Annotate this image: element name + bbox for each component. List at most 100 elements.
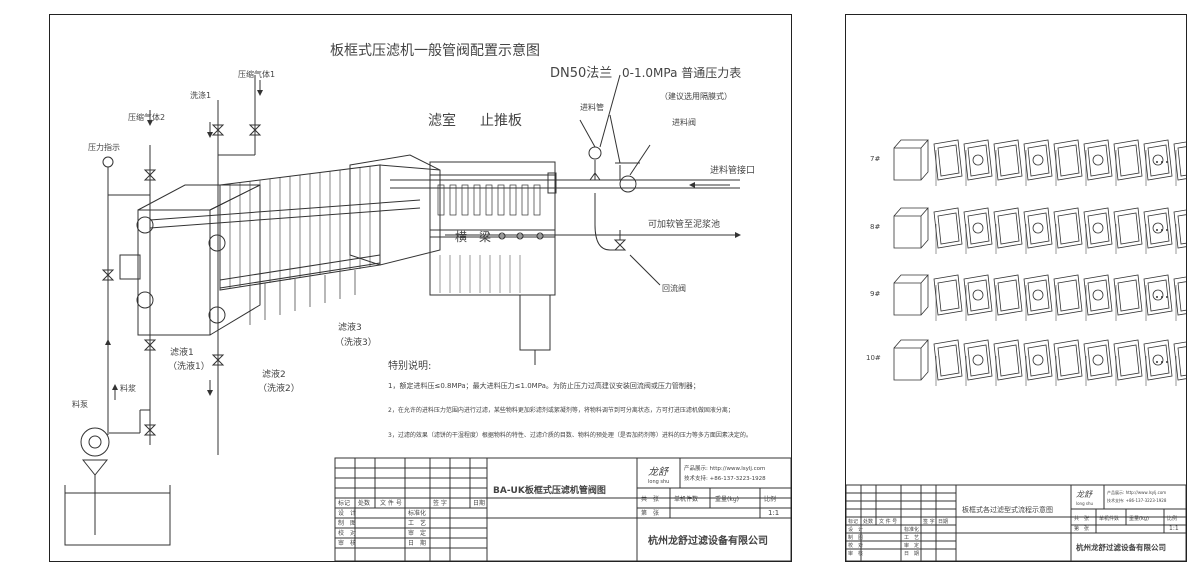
right-tb-h4: 日期 [938,519,948,525]
note-2: 2，在允许的进料压力范围内进行过滤，某些物料更加彩滤剂或絮凝剂等，将物料调节到可… [388,406,734,414]
right-tb-hdr-sheets: 共 张 [1074,515,1089,522]
plate-port-shape [1092,222,1104,234]
filter-plate-shape [993,274,1023,316]
right-tb-logo-pinyin: long shu [1076,501,1094,506]
left-tb-sheet-label: 第 张 [641,509,659,517]
label-filtrate-3: 滤液3 [338,321,362,333]
row-label-10: 10# [866,354,881,362]
filter-plate-shape [1173,209,1186,249]
left-tb-r2b: 审 定 [408,529,426,537]
label-filtrate-1-wash: （洗液1） [168,360,210,372]
right-tb-logo: 龙舒 [1076,490,1093,499]
right-diagram: 7# 8# 9# 10# 板框式各过滤型式流程示意图 杭州龙舒过滤设备有限公司 … [846,139,1186,561]
filter-plate-shape [1053,207,1083,249]
filter-plate-shape [1113,139,1143,181]
left-tb-hdr-scale: 比例 [764,495,776,503]
right-tb-r2b: 审 定 [904,542,919,549]
left-tb-r3b: 日 期 [408,539,426,547]
filter-plate-shape [1143,139,1173,181]
label-pushing-plate: 止推板 [480,113,522,129]
right-tb-drawing-name: 板框式各过滤型式流程示意图 [962,505,1053,514]
left-tb-h3: 签 字 [433,499,447,507]
plate-port-shape [1032,154,1044,166]
label-filter-chamber: 滤室 [428,112,456,129]
left-tb-h0: 标记 [338,499,350,507]
plate-port-shape [1092,154,1104,166]
filter-plate-shape [1053,274,1083,316]
left-tb-r2a: 校 对 [338,529,356,537]
filter-plate-shape [1113,207,1143,249]
label-feed-pump: 料泵 [72,399,88,409]
head-block-shape [893,274,929,316]
filter-plate-shape [1173,276,1186,316]
pressure-gauge-icon [588,146,602,160]
filter-plate-shape [933,207,963,249]
label-filtrate-2-wash: （洗液2） [258,382,300,394]
filter-plate-shape [933,139,963,181]
right-tb-r0a: 设 计 [848,526,863,533]
left-tb-website: 产品展示: http://www.lsylj.com [684,464,765,472]
plate-port-shape [1152,154,1164,166]
label-hose-note: 可加软管至泥浆池 [648,218,720,230]
left-tb-drawing-name: BA-UK板框式压滤机管阀图 [493,484,606,496]
plate-port-shape [972,354,984,366]
label-wash-1-top: 洗涤1 [190,90,211,100]
head-block-shape [893,207,929,249]
filter-plate-shape [933,274,963,316]
left-tb-h1: 处数 [358,499,370,507]
label-pressure-indicator: 压力指示 [88,142,120,152]
plate-port-shape [972,289,984,301]
filter-plate-shape [1113,339,1143,381]
filter-plate-shape [963,339,993,381]
plate-port-shape [1032,289,1044,301]
filter-plate-shape [1083,339,1113,381]
left-tb-scale: 1:1 [768,509,779,517]
notes-title: 特别说明: [388,359,431,372]
row-label-8: 8# [870,223,880,231]
right-tb-hdr-scale: 比例 [1167,515,1177,522]
plate-port-shape [1092,354,1104,366]
left-tb-r1b: 工 艺 [408,519,426,527]
left-tb-logo: 龙舒 [648,466,670,478]
filter-plate-shape [1173,341,1186,381]
filter-plate-shape [993,139,1023,181]
feed-pump-icon [80,427,110,457]
label-flange: DN50法兰 [550,66,612,81]
plate-port-shape [1032,222,1044,234]
right-tb-company: 杭州龙舒过滤设备有限公司 [1076,542,1166,552]
left-tb-phone: 技术支持: +86-137-3223-1928 [684,474,766,482]
filter-plate-shape [963,207,993,249]
filter-plate-shape [993,207,1023,249]
left-tb-hdr-weight: 重量(kg) [715,495,739,503]
label-filtrate-1: 滤液1 [170,346,194,358]
left-tb-r0b: 标准化 [408,509,426,517]
right-tb-r1b: 工 艺 [904,535,919,541]
label-filtrate-3-wash: （洗液3） [335,336,377,348]
filter-plate-shape [1143,274,1173,316]
right-tb-scale: 1:1 [1169,525,1179,532]
right-tb-phone: 技术支持: +86-137-3223-1928 [1107,497,1167,503]
label-pressure-gauge: 0-1.0MPa 普通压力表 [622,66,741,80]
label-feed-inlet: 进料管接口 [710,164,755,176]
row-label-7: 7# [870,155,880,163]
label-beam: 横 梁 [455,229,491,244]
head-block-shape [893,339,929,381]
left-tb-logo-pinyin: long shu [648,479,669,485]
right-tb-r2a: 校 对 [848,542,863,549]
right-tb-h3: 签 字 [923,518,935,525]
filter-plate-shape [1083,207,1113,249]
label-gauge-note: （建议选用隔膜式） [660,91,732,101]
filter-plate-shape [1083,139,1113,181]
left-tb-h4: 日期 [473,499,485,507]
left-tb-hdr-sheets: 共 张 [641,495,659,503]
plate-port-shape [1152,354,1164,366]
filter-plate-shape [933,339,963,381]
filter-plate-shape [1023,207,1053,249]
plate-port-shape [972,154,984,166]
filter-plate-shape [1083,274,1113,316]
label-feed-valve: 进料阀 [672,117,696,127]
left-tb-hdr-count: 单机件数 [674,495,698,503]
filter-plate-shape [1023,339,1053,381]
plate-port-shape [1092,289,1104,301]
head-block-shape [893,139,929,181]
